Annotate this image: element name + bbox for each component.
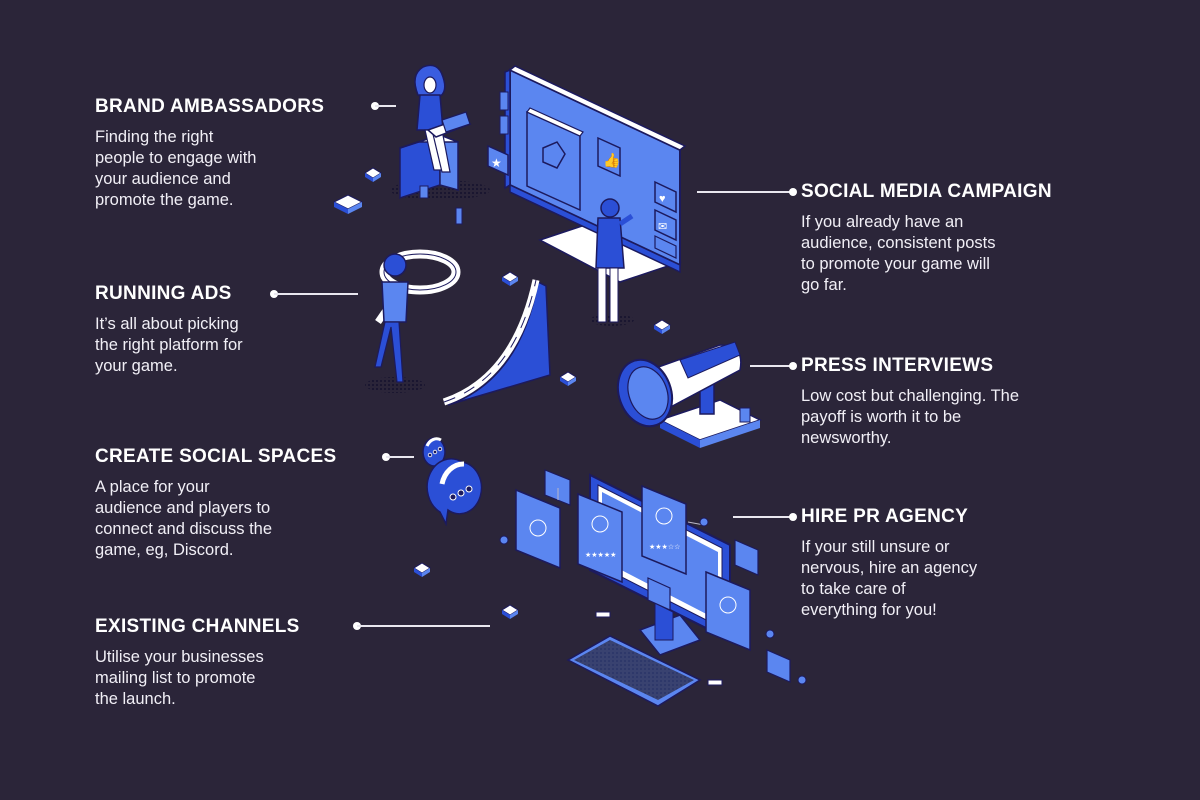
section-title: CREATE SOCIAL SPACES (95, 446, 337, 467)
section-title: HIRE PR AGENCY (801, 506, 969, 527)
svg-text:★★★★★: ★★★★★ (585, 551, 616, 559)
magnifying-glass-person-illustration (365, 249, 461, 393)
section-title: EXISTING CHANNELS (95, 616, 300, 637)
connector-line (386, 456, 414, 458)
section-title: SOCIAL MEDIA CAMPAIGN (801, 181, 1052, 202)
section-title: PRESS INTERVIEWS (801, 355, 994, 376)
svg-text:✉: ✉ (658, 221, 667, 233)
section-hire-pr-agency: HIRE PR AGENCY If your still unsure or n… (801, 506, 977, 621)
section-social-media-campaign: SOCIAL MEDIA CAMPAIGN If you already hav… (801, 181, 1052, 296)
section-title: BRAND AMBASSADORS (95, 96, 325, 117)
connector-line (375, 105, 396, 107)
section-title: RUNNING ADS (95, 283, 232, 304)
connector-line (750, 365, 793, 367)
megaphone-illustration (616, 341, 762, 448)
section-existing-channels: EXISTING CHANNELS Utilise your businesse… (95, 616, 300, 710)
connector-line (357, 625, 490, 627)
connector-line (697, 191, 793, 193)
connector-dot (789, 362, 797, 370)
connector-line (274, 293, 358, 295)
section-running-ads: RUNNING ADS It’s all about picking the r… (95, 283, 243, 377)
computer-with-profiles-illustration: ★★★★★ ★★★☆☆ (499, 469, 807, 707)
social-media-screen-illustration: 👍 ★ ♥ ✉ (487, 65, 687, 326)
section-press-interviews: PRESS INTERVIEWS Low cost but challengin… (801, 355, 1019, 449)
growth-curve-ramp-illustration (442, 279, 551, 406)
woman-with-laptop-illustration (390, 64, 490, 200)
section-description: If your still unsure or nervous, hire an… (801, 538, 978, 619)
section-description: Utilise your businesses mailing list to … (95, 648, 264, 708)
connector-line (733, 516, 793, 518)
connector-dot (789, 188, 797, 196)
section-description: It’s all about picking the right platfor… (95, 315, 243, 375)
section-description: Finding the right people to engage with … (95, 128, 257, 209)
svg-text:♥: ♥ (659, 193, 666, 205)
connector-dot (789, 513, 797, 521)
section-description: A place for your audience and players to… (95, 478, 273, 559)
svg-text:👍: 👍 (603, 152, 620, 169)
section-description: Low cost but challenging. The payoff is … (801, 387, 1020, 447)
svg-text:★: ★ (491, 156, 502, 170)
decorative-cubes (332, 167, 671, 619)
chat-bubbles-illustration (422, 437, 483, 527)
svg-text:★★★☆☆: ★★★☆☆ (649, 543, 680, 551)
section-create-social-spaces: CREATE SOCIAL SPACES A place for your au… (95, 446, 336, 561)
section-description: If you already have an audience, consist… (801, 213, 996, 294)
section-brand-ambassadors: BRAND AMBASSADORS Finding the right peop… (95, 96, 324, 211)
